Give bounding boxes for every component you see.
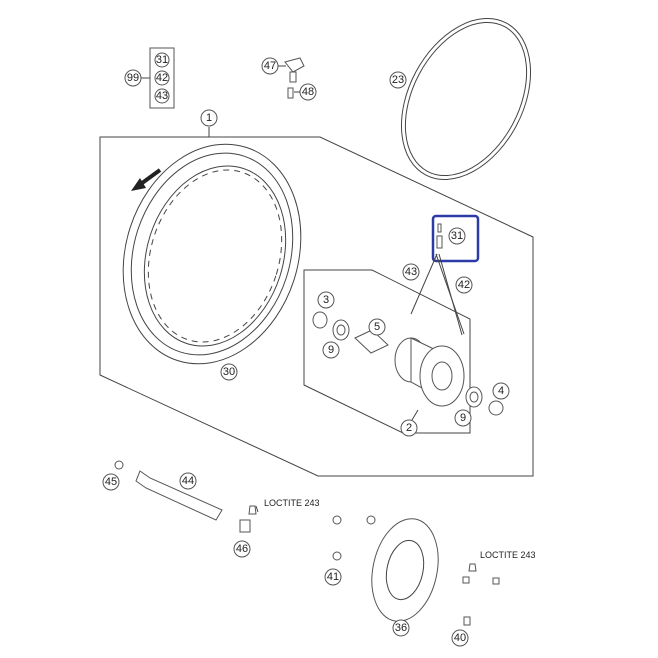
- nut-45: [114, 460, 124, 470]
- kit-group-99: 31 42 43 99: [124, 47, 175, 109]
- callout-36: 36: [395, 622, 407, 634]
- axle-44: [135, 470, 223, 521]
- spokes: 43 42: [402, 253, 473, 336]
- bolt-40c: [463, 616, 471, 626]
- callout-41: 41: [327, 571, 339, 583]
- washer-41b: [366, 515, 376, 525]
- callout-47: 47: [264, 60, 276, 72]
- brake-disc: 41 36: [324, 515, 439, 637]
- spacer-4: [488, 400, 504, 416]
- loctite-note: LOCTITE 243: [264, 498, 320, 508]
- highlight-box: [431, 214, 480, 263]
- rim: 30: [122, 143, 302, 381]
- valve-group: 47 48: [261, 57, 317, 101]
- assembly-frame: [99, 136, 534, 477]
- callout-42: 42: [156, 72, 168, 84]
- bolt-40-group: LOCTITE 243 40: [451, 550, 536, 647]
- spacer-3: [312, 311, 328, 329]
- callout-44: 44: [182, 475, 194, 487]
- nipple-highlight: 31: [431, 214, 480, 263]
- callout-45: 45: [105, 476, 117, 488]
- callout-42: 42: [458, 279, 470, 291]
- bolt-40a: [462, 576, 470, 584]
- callout-5: 5: [374, 321, 380, 333]
- washer-41c: [332, 551, 342, 561]
- callout-4: 4: [498, 385, 504, 397]
- nipple-icon: [436, 235, 443, 249]
- callout-30: 30: [223, 366, 235, 378]
- callout-46: 46: [236, 543, 248, 555]
- callout-31: 31: [451, 230, 463, 242]
- loctite-drop-icon: [248, 505, 257, 515]
- callout-48: 48: [302, 86, 314, 98]
- disc-36: [371, 518, 439, 622]
- hub-frame: [303, 269, 471, 434]
- callout-9: 9: [460, 412, 466, 424]
- bolt-40b: [492, 577, 500, 585]
- valve-core: [287, 87, 294, 99]
- loctite-note: LOCTITE 243: [480, 550, 536, 560]
- callout-1: 1: [206, 112, 212, 124]
- valve-cap: [284, 57, 305, 73]
- callout-31: 31: [156, 54, 168, 66]
- callout-9: 9: [328, 344, 334, 356]
- callout-23: 23: [392, 74, 404, 86]
- callout-43: 43: [405, 266, 417, 278]
- loctite-drop-icon: [468, 563, 477, 572]
- callout-43: 43: [156, 90, 168, 102]
- washer-41a: [332, 515, 342, 525]
- axle-group: 45 44: [102, 460, 223, 521]
- callout-40: 40: [454, 632, 466, 644]
- hub-parts: 3 9 5 2 9 4: [312, 291, 510, 437]
- sleeve-5: [354, 329, 389, 354]
- bolt-46-group: LOCTITE 243 46: [233, 498, 320, 558]
- callout-2: 2: [406, 422, 412, 434]
- rim-band: 23: [389, 17, 532, 181]
- bolt-46: [239, 519, 251, 533]
- callout-99: 99: [127, 72, 139, 84]
- callout-3: 3: [323, 294, 329, 306]
